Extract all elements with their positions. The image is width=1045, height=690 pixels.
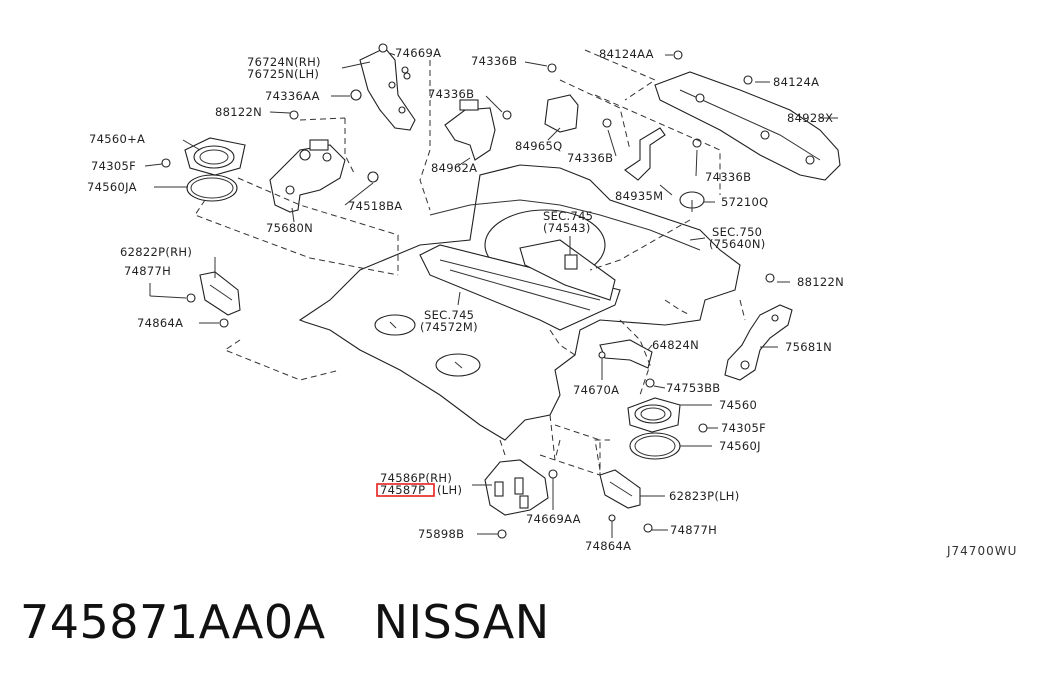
label-75898B: 75898B (418, 527, 464, 541)
bolt-icon (643, 523, 653, 533)
part-75681N-bracket (724, 304, 793, 381)
bolt-icon (743, 75, 753, 85)
label-sec745-b-sub: (74572M) (420, 320, 478, 334)
part-75680N-bracket (269, 139, 346, 213)
label-sec745-a-sub: (74543) (543, 221, 591, 235)
label-76725N: 76725N(LH) (247, 67, 319, 81)
part-62823P-duct (599, 469, 641, 509)
label-84962A: 84962A (431, 161, 477, 175)
part-74560J-gasket (629, 432, 681, 460)
label-74587P: 74587P (380, 483, 425, 497)
label-74587P-side: (LH) (437, 483, 462, 497)
part-74560J-gasket-inner (634, 435, 676, 457)
clip-icon (350, 89, 362, 101)
label-74877H-left: 74877H (124, 264, 171, 278)
floor-hole-plug (374, 314, 416, 336)
diagram-code: J74700WU (946, 544, 1017, 558)
bolt-icon (673, 50, 683, 60)
part-74560JA-gasket (186, 174, 238, 202)
part-84928X-trim (654, 71, 841, 181)
bolt-icon (219, 318, 229, 328)
part-caption: 745871AA0A NISSAN (20, 595, 550, 649)
brand-name: NISSAN (373, 595, 550, 649)
label-84124A: 84124A (773, 75, 819, 89)
label-62823P: 62823P(LH) (669, 489, 740, 503)
label-84124AA: 84124AA (599, 47, 654, 61)
nut-icon (698, 423, 708, 433)
label-88122N-top: 88122N (215, 105, 262, 119)
bolt-icon (765, 273, 775, 283)
label-76724N: 76724N(RH) (247, 55, 321, 69)
label-74669AA: 74669AA (526, 512, 581, 526)
part-74560JA-gasket-inner (190, 177, 234, 199)
part-64824N-bracket (599, 339, 653, 369)
label-75680N: 75680N (266, 221, 313, 235)
label-74336B-mid: 74336B (428, 87, 474, 101)
clip-icon (367, 171, 379, 183)
label-62822P: 62822P(RH) (120, 245, 192, 259)
label-74305F-right: 74305F (721, 421, 766, 435)
label-74305F-top: 74305F (91, 159, 136, 173)
label-74670A: 74670A (573, 383, 619, 397)
label-74560A: 74560+A (89, 132, 145, 146)
part-76724N-bracket (359, 43, 416, 131)
label-sec745-b: SEC.745 (424, 308, 474, 322)
bolt-icon (598, 351, 606, 359)
part-84962A-bracket (444, 99, 496, 161)
part-84965Q-bracket (544, 94, 579, 133)
part-74587P-bracket (484, 459, 549, 516)
bolt-icon (289, 110, 299, 120)
bolt-icon (608, 514, 616, 522)
bolt-icon (497, 529, 507, 539)
label-74864A-left: 74864A (137, 316, 183, 330)
label-75681N: 75681N (785, 340, 832, 354)
nut-icon (645, 378, 655, 388)
label-74864A-right: 74864A (585, 539, 631, 553)
label-74518BA: 74518BA (348, 199, 402, 213)
label-74336B-right: 74336B (567, 151, 613, 165)
label-74336B-top: 74336B (471, 54, 517, 68)
leader-lines (144, 52, 838, 538)
label-sec750: SEC.750 (712, 225, 762, 239)
bolt-icon (186, 293, 196, 303)
label-74753BB: 74753BB (666, 381, 720, 395)
bolt-icon (602, 118, 612, 128)
part-74560-speaker-ring (627, 397, 681, 433)
label-84928X: 84928X (787, 111, 833, 125)
label-74669A: 74669A (395, 46, 441, 60)
bolt-icon (502, 110, 512, 120)
part-number: 745871AA0A (20, 595, 326, 649)
bolt-icon (547, 63, 557, 73)
part-labels: 76724N(RH) 76725N(LH) 74669A 74336B 8412… (87, 46, 1017, 558)
part-84935M-bracket (624, 127, 666, 181)
fasteners (161, 50, 775, 539)
label-84965Q: 84965Q (515, 139, 562, 153)
label-57210Q: 57210Q (721, 195, 768, 209)
label-74586P: 74586P(RH) (380, 471, 452, 485)
highlight-box-74587P (376, 483, 435, 497)
label-84935M: 84935M (615, 189, 663, 203)
label-74560: 74560 (719, 398, 757, 412)
label-sec750-sub: (75640N) (709, 237, 766, 251)
label-74877H-right: 74877H (670, 523, 717, 537)
label-88122N-right: 88122N (797, 275, 844, 289)
label-74336B-right2: 74336B (705, 170, 751, 184)
part-74560A-speaker-ring (184, 137, 246, 176)
alignment-dashes (194, 49, 746, 476)
bolt-icon (548, 469, 558, 479)
label-74336AA: 74336AA (265, 89, 320, 103)
label-sec745-a: SEC.745 (543, 209, 593, 223)
bolt-icon (403, 72, 411, 80)
label-74560JA: 74560JA (87, 180, 137, 194)
label-74560J: 74560J (719, 439, 761, 453)
part-62822P-duct (199, 271, 241, 316)
label-64824N: 64824N (652, 338, 699, 352)
part-57210Q-grommet (679, 191, 705, 212)
rear-floor-panel (298, 164, 741, 441)
nut-icon (161, 158, 171, 168)
